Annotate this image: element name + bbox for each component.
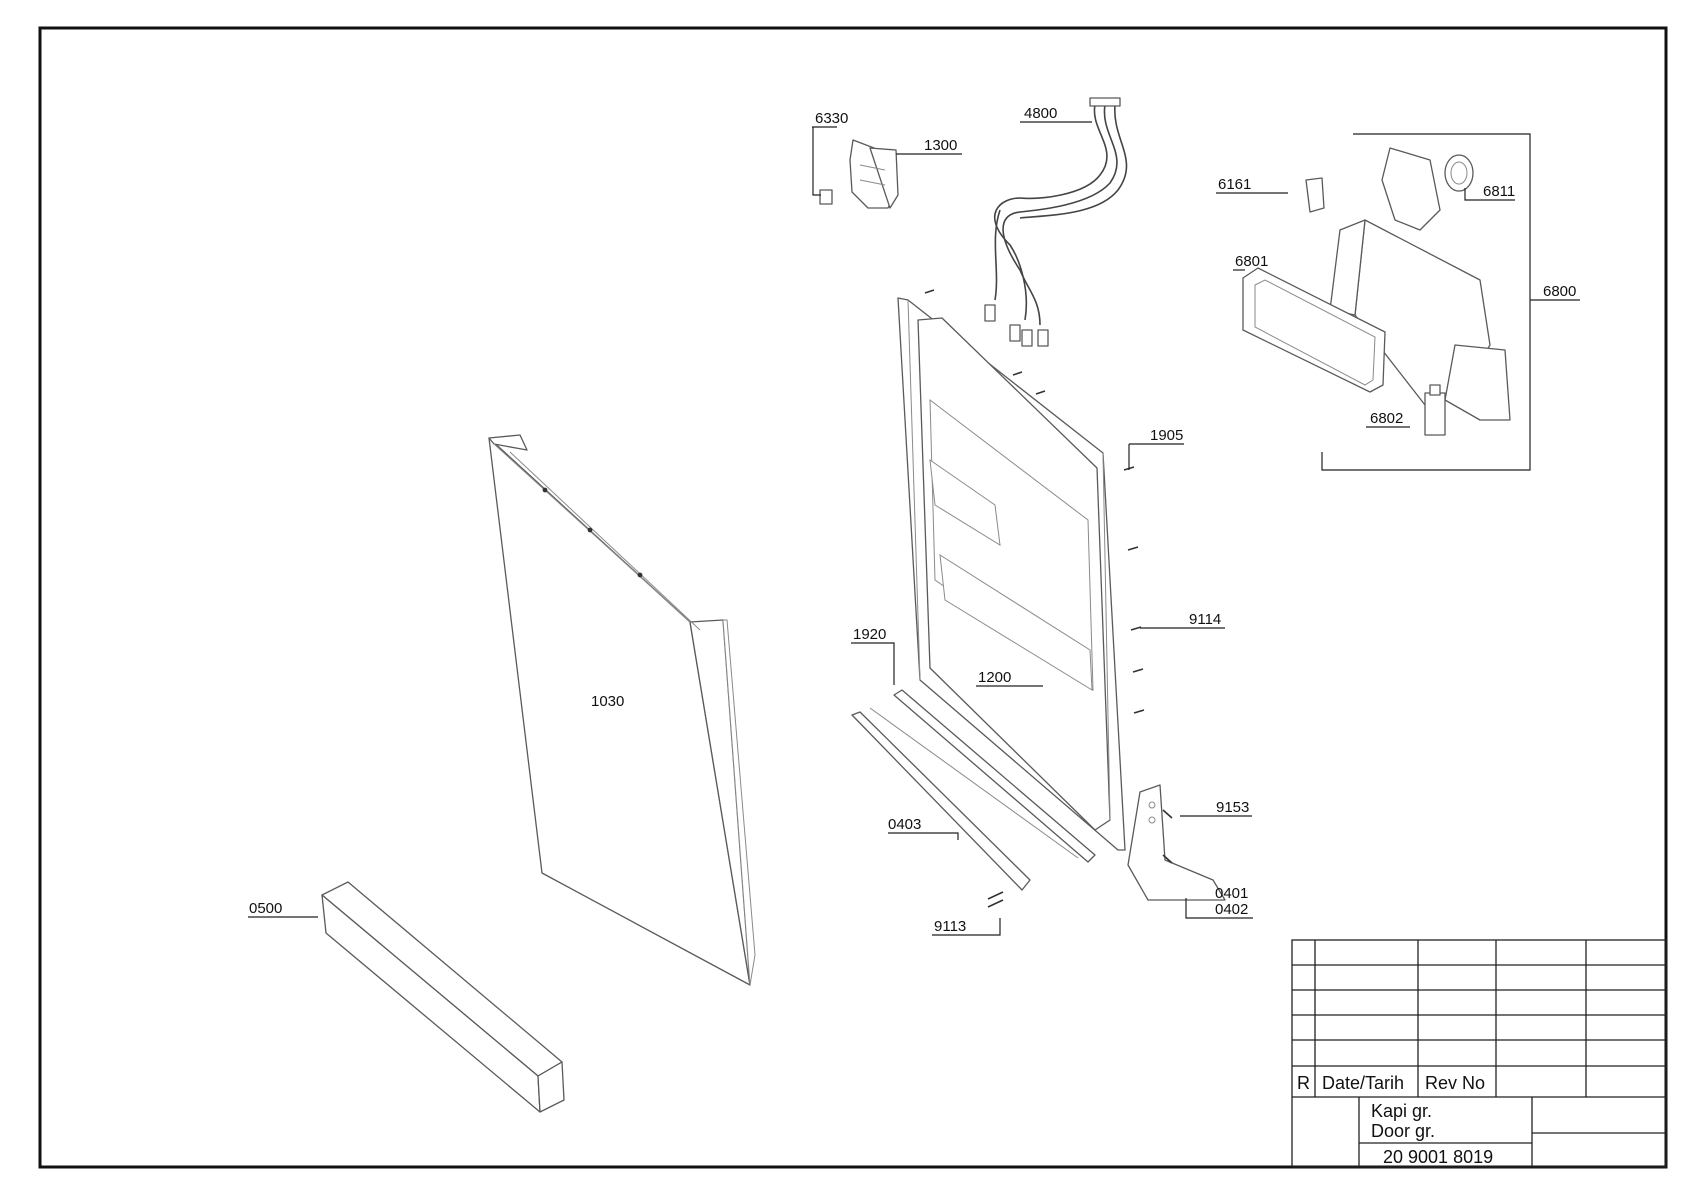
label-6800: 6800 (1543, 283, 1576, 300)
plinth-part (321, 881, 565, 1113)
title-block: R Date/Tarih Rev No Kapi gr. Door gr. 20… (1291, 939, 1667, 1168)
rev-header-date: Date/Tarih (1322, 1073, 1404, 1093)
label-1200: 1200 (978, 669, 1011, 686)
bottom-screws (987, 891, 1004, 908)
label-0401: 0401 (1215, 885, 1248, 902)
bottom-strip-part (851, 707, 1079, 891)
label-0402: 0402 (1215, 901, 1248, 918)
label-6161: 6161 (1218, 176, 1251, 193)
label-9153: 9153 (1216, 799, 1249, 816)
label-1030: 1030 (591, 693, 624, 710)
label-1300: 1300 (924, 137, 957, 154)
label-1920: 1920 (853, 626, 886, 643)
dispenser-assembly-part (1242, 133, 1531, 471)
group-name-tr: Kapi gr. (1371, 1101, 1432, 1121)
drawing-number: 20 9001 8019 (1383, 1147, 1493, 1167)
wiring-harness-part (984, 97, 1128, 347)
label-6811: 6811 (1483, 183, 1515, 200)
frame-screws (924, 289, 1173, 864)
label-6802: 6802 (1370, 410, 1403, 427)
drawing-frame (38, 26, 1668, 1169)
label-6801: 6801 (1235, 253, 1268, 270)
control-module-part (819, 139, 899, 209)
label-1905: 1905 (1150, 427, 1183, 444)
label-0500: 0500 (249, 900, 282, 917)
label-0403: 0403 (888, 816, 921, 833)
rev-header-r: R (1297, 1073, 1310, 1093)
label-9114: 9114 (1189, 611, 1221, 628)
part-labels: 6330 1300 4800 6161 6811 6801 6800 6802 … (249, 105, 1576, 935)
door-panel-part (488, 434, 756, 986)
inner-door-frame-part (897, 289, 1226, 901)
leader-lines (248, 121, 1580, 936)
group-name-en: Door gr. (1371, 1121, 1435, 1141)
seal-strip-part (893, 689, 1096, 863)
label-4800: 4800 (1024, 105, 1057, 122)
rev-header-revno: Rev No (1425, 1073, 1485, 1093)
label-9113: 9113 (934, 918, 966, 935)
label-6330: 6330 (815, 110, 848, 127)
